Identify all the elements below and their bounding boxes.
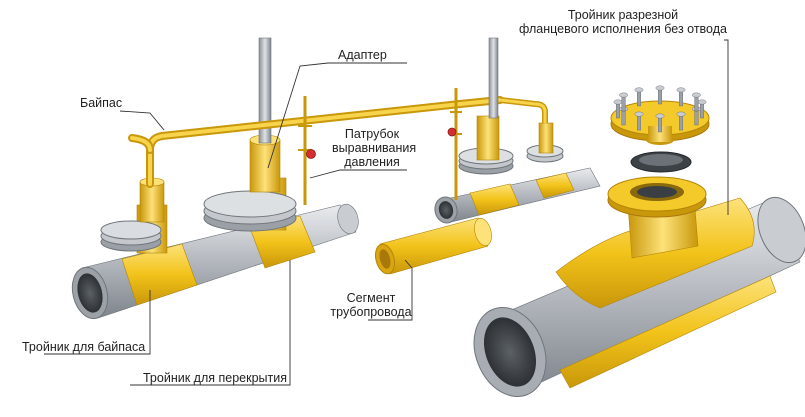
flange-bolt xyxy=(676,111,686,131)
flange-bolt xyxy=(692,92,701,112)
label-pressure-pipe: Патрубок выравнивания давления xyxy=(332,127,417,169)
label-pipe-segment: Сегмент трубопровода xyxy=(326,291,416,319)
label-pipe-segment-line2: трубопровода xyxy=(330,305,412,319)
label-pressure-pipe-line1: Патрубок xyxy=(344,127,400,141)
pressure-equalizing-pipe-left xyxy=(298,96,316,205)
flange-bolts xyxy=(613,85,707,133)
pipe-segment xyxy=(374,217,492,275)
flange-bolt xyxy=(697,99,707,119)
flanged-split-tee xyxy=(473,100,805,398)
middle-pipe xyxy=(434,37,601,224)
bypass-line xyxy=(128,96,504,188)
label-adapter: Адаптер xyxy=(338,48,387,62)
leader-lines xyxy=(44,39,729,386)
label-bypass-tee: Тройник для байпаса xyxy=(22,340,146,354)
label-pressure-pipe-line3: давления xyxy=(344,155,400,169)
label-pressure-pipe-line2: выравнивания xyxy=(332,141,417,155)
flange-bolt xyxy=(676,87,686,107)
label-bypass: Байпас xyxy=(80,96,123,110)
flange-bolt xyxy=(619,92,628,112)
bypass-tee xyxy=(100,177,198,306)
label-shutoff-tee: Тройник для перекрытия xyxy=(143,371,287,385)
flange-bolt xyxy=(655,113,665,133)
shutoff-tee xyxy=(203,37,316,269)
flange-bolt xyxy=(634,87,644,107)
label-flanged-split-tee: Тройник разрезной фланцевого исполнения … xyxy=(508,8,738,36)
flange-bolt xyxy=(634,111,644,131)
label-pipe-segment-line1: Сегмент xyxy=(346,291,396,305)
label-flanged-split-tee-line1: Тройник разрезной xyxy=(567,8,679,22)
label-flanged-split-tee-line2: фланцевого исполнения без отвода xyxy=(519,22,727,36)
flange-bolt xyxy=(655,85,665,105)
